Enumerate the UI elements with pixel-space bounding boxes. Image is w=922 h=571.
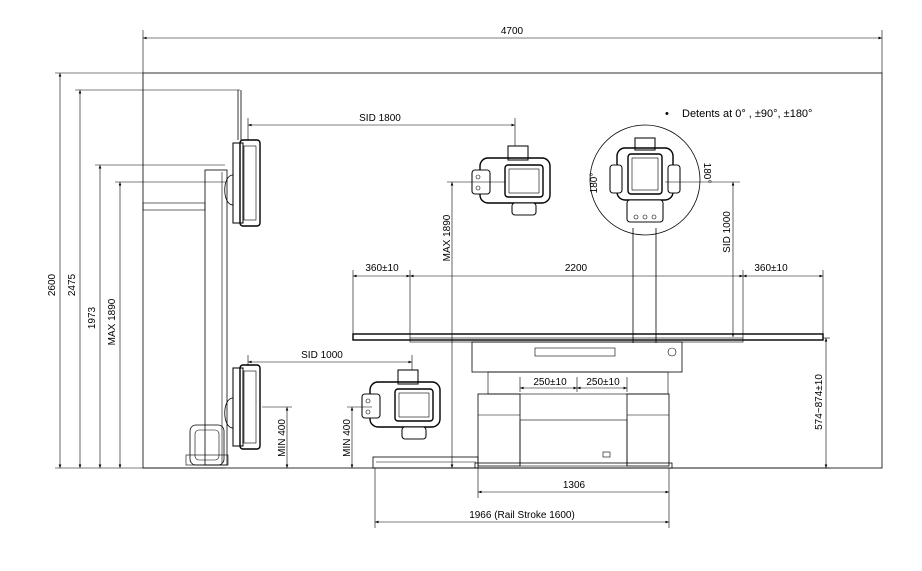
sid-lower-label: SID 1000 <box>301 350 343 361</box>
table-height-label: 574~874±10 <box>814 374 825 430</box>
tube-min-dimension: MIN 400 <box>342 406 372 468</box>
detector-max-label: MAX 1890 <box>107 298 118 345</box>
overhang-right-label: 360±10 <box>754 263 788 274</box>
overall-width-label: 4700 <box>501 26 524 37</box>
sid-lower-dimension: SID 1000 <box>247 350 413 380</box>
base-length-dimension: 1306 <box>477 468 670 498</box>
left-height-dimensions: 2600 2475 1973 MAX 1890 <box>47 72 240 469</box>
upper-detector <box>224 139 261 227</box>
sid-upper-label: SID 1800 <box>359 113 401 124</box>
tube-min-label: MIN 400 <box>342 419 353 457</box>
float-left-label: 250±10 <box>533 377 567 388</box>
overhang-left-label: 360±10 <box>365 263 399 274</box>
wall-min-dimension: MIN 400 <box>262 406 292 468</box>
sid-table-label: SID 1000 <box>722 211 733 253</box>
floor-rail <box>372 456 479 469</box>
rail-length-label: 1966 (Rail Stroke 1600) <box>469 510 575 521</box>
wall-stand <box>142 90 242 466</box>
angle-left-label: 180° <box>589 173 600 194</box>
tube-max-dimension: MAX 1890 <box>442 181 505 468</box>
detents-bullet: • <box>665 108 669 120</box>
float-right-label: 250±10 <box>586 377 620 388</box>
sid-upper-dimension: SID 1800 <box>247 113 516 150</box>
upper-tube-head <box>471 145 551 216</box>
base-length-label: 1306 <box>563 480 586 491</box>
patient-table <box>352 333 824 469</box>
table-height-dimension: 574~874±10 <box>672 337 830 469</box>
wall-min-label: MIN 400 <box>277 419 288 457</box>
tube-max-label: MAX 1890 <box>442 214 453 261</box>
rotation-circle <box>589 124 701 236</box>
table-length-dimensions: 360±10 2200 360±10 <box>352 263 824 338</box>
overall-width-dimension: 4700 <box>142 26 883 73</box>
sid-table-dimension: SID 1000 <box>665 181 740 337</box>
lower-tube-head <box>361 369 441 440</box>
table-top <box>352 333 824 341</box>
detents-label: Detents at 0° , ±90°, ±180° <box>682 108 812 120</box>
table-length-label: 2200 <box>565 263 588 274</box>
overall-height-label: 2600 <box>47 273 58 296</box>
rail-length-dimension: 1966 (Rail Stroke 1600) <box>374 468 670 528</box>
lower-detector <box>224 364 261 450</box>
angle-right-label: 180° <box>701 163 712 184</box>
detents-note: • Detents at 0° , ±90°, ±180° <box>665 108 812 120</box>
column-tube-head: 180° 180° <box>589 124 712 343</box>
float-dimensions: 250±10 250±10 <box>519 377 628 392</box>
detector-top-label: 1973 <box>87 306 98 329</box>
wall-stand-height-label: 2475 <box>67 273 78 296</box>
